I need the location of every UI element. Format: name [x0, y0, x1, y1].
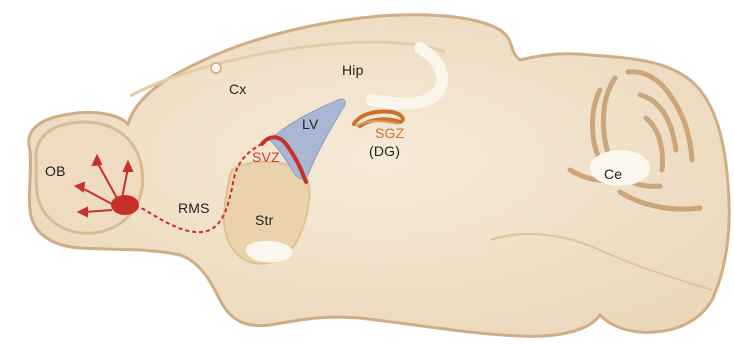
label-dg: (DG)	[369, 144, 400, 158]
label-ob: OB	[45, 164, 66, 178]
label-svz: SVZ	[252, 150, 280, 164]
label-ce: Ce	[604, 167, 622, 181]
label-cx: Cx	[229, 82, 247, 96]
label-hip: Hip	[342, 63, 364, 77]
ob-neuron-cluster	[111, 195, 139, 215]
cortex-vessel	[211, 63, 221, 73]
label-lv: LV	[302, 117, 319, 131]
label-str: Str	[255, 213, 274, 227]
label-rms: RMS	[178, 201, 210, 215]
label-sgz: SGZ	[375, 126, 404, 140]
